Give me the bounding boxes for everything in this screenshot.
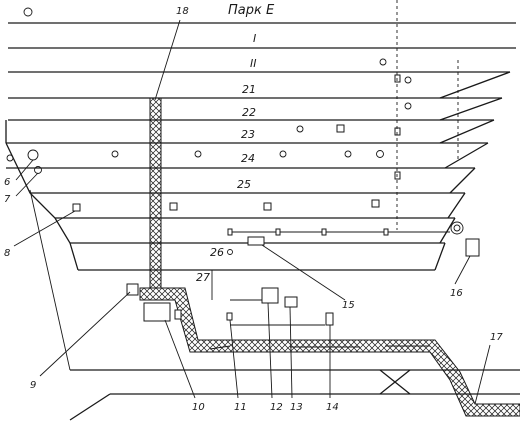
conduit-arrows bbox=[209, 345, 430, 350]
callout-17: 17 bbox=[490, 332, 503, 343]
detector-24c bbox=[279, 150, 287, 158]
cable-node-a bbox=[227, 228, 233, 236]
box-23 bbox=[336, 124, 345, 133]
detector-23a bbox=[296, 125, 304, 133]
callout-18: 18 bbox=[176, 6, 189, 17]
callout-9: 9 bbox=[30, 380, 36, 391]
track-label-21: 21 bbox=[242, 83, 256, 96]
box-11 bbox=[226, 312, 233, 321]
track-label-22: 22 bbox=[242, 106, 256, 119]
detector-left bbox=[6, 154, 14, 162]
detector-21 bbox=[404, 76, 412, 84]
box-25d bbox=[394, 171, 401, 180]
track-label-I: I bbox=[253, 32, 256, 45]
cable-node-c bbox=[321, 228, 327, 236]
track-label-24: 24 bbox=[241, 152, 255, 165]
track-label-23: 23 bbox=[241, 128, 255, 141]
park-title: Парк Е bbox=[228, 3, 275, 18]
leader-7 bbox=[15, 172, 39, 197]
callout-13: 13 bbox=[290, 402, 303, 413]
box-25c bbox=[371, 199, 380, 208]
detector-24a bbox=[111, 150, 119, 158]
callout-10: 10 bbox=[192, 402, 205, 413]
box-25b bbox=[263, 202, 272, 211]
callout-16: 16 bbox=[450, 288, 463, 299]
leader-13 bbox=[289, 306, 293, 399]
left-feeder bbox=[29, 189, 71, 371]
signal-16-ring bbox=[450, 221, 464, 235]
leader-10 bbox=[164, 319, 196, 399]
box-25a bbox=[169, 202, 178, 211]
leader-9 bbox=[39, 291, 131, 377]
signal-marker-top-left bbox=[23, 7, 33, 17]
box-14 bbox=[325, 312, 334, 326]
box-16 bbox=[465, 238, 480, 257]
box-13 bbox=[284, 296, 298, 308]
track-label-25: 25 bbox=[237, 178, 251, 191]
lower-equipment bbox=[126, 270, 334, 326]
leader-6 bbox=[15, 159, 34, 181]
detector-26 bbox=[227, 249, 233, 255]
detector-24e bbox=[376, 150, 384, 158]
signal-16-core bbox=[453, 224, 461, 232]
detector-22 bbox=[404, 102, 412, 110]
crossover bbox=[379, 369, 411, 395]
yard-tracks bbox=[5, 22, 516, 271]
callout-leaders bbox=[13, 19, 491, 405]
leader-17 bbox=[474, 344, 491, 405]
track-ladder-right bbox=[434, 71, 511, 271]
detector-24d bbox=[344, 150, 352, 158]
leader-11 bbox=[229, 319, 239, 399]
callout-7: 7 bbox=[4, 194, 11, 205]
box-10 bbox=[143, 302, 171, 322]
box-12 bbox=[261, 287, 279, 304]
box-21 bbox=[394, 74, 401, 83]
cable-node-d bbox=[383, 228, 389, 236]
leader-16 bbox=[454, 255, 471, 285]
box-9 bbox=[126, 283, 139, 296]
callout-14: 14 bbox=[326, 402, 339, 413]
track-label-27: 27 bbox=[196, 271, 210, 284]
cable-node-b bbox=[275, 228, 281, 236]
equipment-15 bbox=[247, 236, 265, 246]
leader-8 bbox=[13, 210, 76, 247]
callout-12: 12 bbox=[270, 402, 283, 413]
box-10b bbox=[174, 309, 182, 320]
trackside-devices bbox=[6, 58, 480, 257]
leader-12 bbox=[267, 302, 273, 399]
callout-15: 15 bbox=[342, 300, 355, 311]
track-label-26: 26 bbox=[210, 246, 224, 259]
signal-6-symbol bbox=[27, 149, 39, 161]
detector-II bbox=[379, 58, 387, 66]
box-8 bbox=[72, 203, 81, 212]
box-23b bbox=[394, 127, 401, 136]
leader-18 bbox=[154, 19, 181, 101]
detector-24b bbox=[194, 150, 202, 158]
callout-11: 11 bbox=[234, 402, 247, 413]
track-label-II: II bbox=[250, 57, 257, 70]
conduit-vertical bbox=[149, 97, 162, 289]
callout-6: 6 bbox=[4, 177, 10, 188]
callout-8: 8 bbox=[4, 248, 10, 259]
leader-15 bbox=[261, 244, 346, 301]
track-ladder-left bbox=[5, 142, 79, 271]
main-line-2-branch bbox=[69, 393, 111, 421]
